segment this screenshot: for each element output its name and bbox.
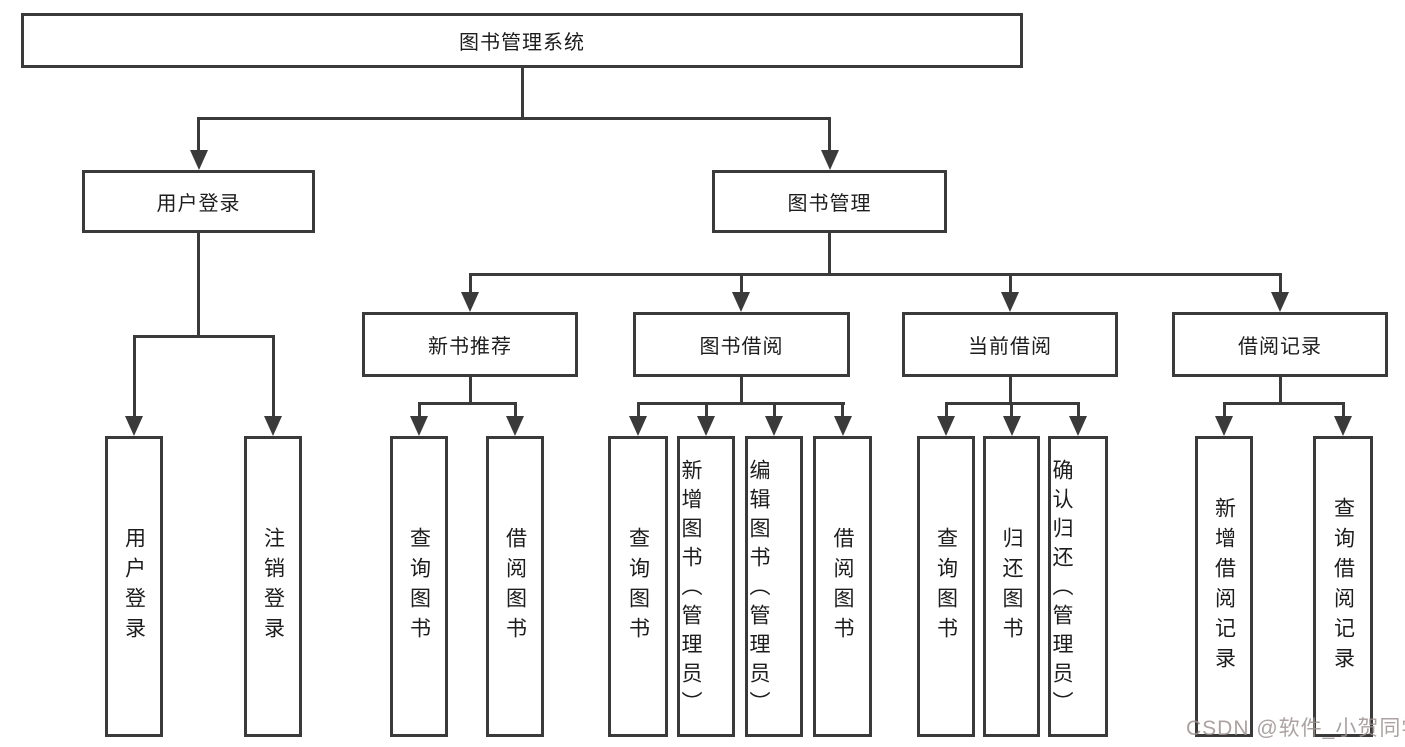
node-user-login: 用户登录 <box>82 170 315 233</box>
connector-line <box>1222 405 1226 418</box>
connector-line <box>1222 402 1345 405</box>
arrow-down-icon <box>1002 416 1021 436</box>
leaf-edit-books-admin: 编辑图书（管理员） <box>745 436 803 737</box>
arrow-down-icon <box>410 416 428 436</box>
leaf-label: 查询借阅记录 <box>1331 496 1355 677</box>
arrow-down-icon <box>1001 292 1019 312</box>
node-label: 用户登录 <box>156 193 241 215</box>
arrow-down-icon <box>1215 416 1233 436</box>
arrow-down-icon <box>189 150 208 170</box>
connector-line <box>513 405 517 418</box>
node-label: 图书管理 <box>787 193 872 215</box>
leaf-borrow-books: 借阅图书 <box>813 436 872 737</box>
arrow-down-icon <box>1334 416 1352 436</box>
leaf-label: 新增图书（管理员） <box>679 458 702 720</box>
leaf-query-borrow-record: 查询借阅记录 <box>1313 436 1373 737</box>
node-borrowing-records: 借阅记录 <box>1172 312 1388 377</box>
connector-line <box>828 233 831 276</box>
leaf-label: 确认归还（管理员） <box>1050 458 1073 720</box>
node-book-management: 图书管理 <box>712 170 947 233</box>
node-library-management-system: 图书管理系统 <box>21 13 1023 68</box>
leaf-label: 用户登录 <box>122 526 146 647</box>
leaf-label: 编辑图书（管理员） <box>747 458 770 720</box>
arrow-down-icon <box>506 416 524 436</box>
leaf-query-books-borrow: 查询图书 <box>608 436 668 737</box>
node-current-borrowing: 当前借阅 <box>902 312 1118 377</box>
connector-line <box>704 405 708 418</box>
arrow-down-icon <box>461 292 479 312</box>
connector-line <box>1008 276 1012 293</box>
connector-line <box>132 335 275 338</box>
connector-line <box>520 68 524 120</box>
connector-line <box>1008 377 1012 405</box>
leaf-query-books-current: 查询图书 <box>917 436 975 737</box>
leaf-return-books: 归还图书 <box>983 436 1040 737</box>
arrow-down-icon <box>1271 292 1289 312</box>
node-label: 借阅记录 <box>1238 336 1322 358</box>
leaf-label: 新增借阅记录 <box>1212 496 1236 677</box>
arrow-down-icon <box>833 416 852 436</box>
leaf-add-borrow-record: 新增借阅记录 <box>1195 436 1253 737</box>
leaf-query-books-recommend: 查询图书 <box>390 436 448 737</box>
arrow-down-icon <box>765 416 783 436</box>
leaf-label: 借阅图书 <box>831 526 854 647</box>
leaf-logout: 注销登录 <box>244 436 302 737</box>
connector-line <box>197 117 831 120</box>
connector-line <box>739 276 743 293</box>
arrow-down-icon <box>820 150 839 170</box>
connector-line <box>1278 377 1282 405</box>
connector-line <box>132 338 136 416</box>
arrow-down-icon <box>732 292 750 312</box>
leaf-label: 注销登录 <box>261 526 285 647</box>
node-label: 当前借阅 <box>968 336 1052 358</box>
leaf-user-login: 用户登录 <box>105 436 163 737</box>
connector-line <box>417 402 517 405</box>
leaf-label: 查询图书 <box>407 526 431 647</box>
connector-line <box>841 405 844 418</box>
connector-line <box>828 120 831 151</box>
leaf-borrow-books-recommend: 借阅图书 <box>486 436 544 737</box>
node-book-borrowing: 图书借阅 <box>633 312 850 377</box>
connector-line <box>1278 276 1282 293</box>
arrow-down-icon <box>937 416 955 436</box>
connector-line <box>944 405 948 418</box>
arrow-down-icon <box>1069 416 1087 436</box>
connector-line <box>197 233 200 338</box>
connector-line <box>636 402 845 405</box>
connector-line <box>468 377 472 405</box>
leaf-label: 借阅图书 <box>503 526 527 647</box>
arrow-down-icon <box>629 416 647 436</box>
leaf-label: 归还图书 <box>1000 526 1023 647</box>
connector-line <box>1076 405 1080 418</box>
connector-line <box>197 120 200 151</box>
connector-line <box>1341 405 1345 418</box>
connector-line <box>1010 405 1013 418</box>
leaf-label: 查询图书 <box>934 526 958 647</box>
connector-line <box>468 273 1282 276</box>
connector-line <box>772 405 776 418</box>
connector-line <box>271 338 275 416</box>
connector-line <box>944 402 1080 405</box>
arrow-down-icon <box>125 416 143 436</box>
leaf-label: 查询图书 <box>626 526 650 647</box>
connector-line <box>739 377 743 405</box>
connector-line <box>417 405 421 418</box>
leaf-confirm-return-admin: 确认归还（管理员） <box>1048 436 1108 737</box>
node-new-book-recommendation: 新书推荐 <box>362 312 578 377</box>
connector-line <box>468 276 472 293</box>
connector-line <box>636 405 640 418</box>
arrow-down-icon <box>264 416 282 436</box>
arrow-down-icon <box>697 416 715 436</box>
node-label: 新书推荐 <box>428 336 512 358</box>
node-label: 图书管理系统 <box>459 32 585 54</box>
node-label: 图书借阅 <box>699 336 784 358</box>
csdn-watermark: CSDN @软件_小贺同学 <box>1186 717 1405 740</box>
leaf-add-books-admin: 新增图书（管理员） <box>677 436 735 737</box>
